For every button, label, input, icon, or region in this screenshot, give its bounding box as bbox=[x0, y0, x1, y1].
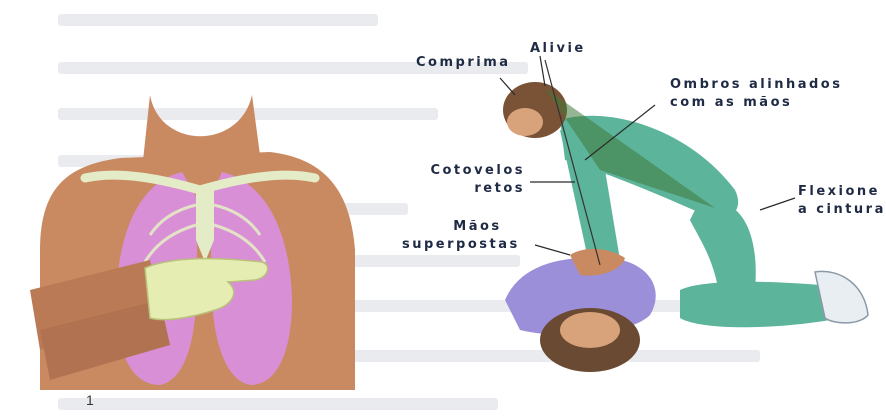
label-cotovelos-line1: Cotovelos bbox=[425, 162, 525, 179]
figure-number: 1 bbox=[86, 392, 94, 408]
label-maos-line1: Mãos bbox=[420, 218, 535, 235]
patient-face bbox=[560, 312, 620, 348]
label-maos-line2: superpostas bbox=[402, 236, 520, 253]
torso-illustration bbox=[30, 95, 355, 390]
label-ombros-line1: Ombros alinhados bbox=[670, 76, 842, 93]
label-alivie: Alivie bbox=[530, 40, 586, 57]
label-flexione-line1: Flexione bbox=[798, 183, 880, 200]
neck-shape bbox=[142, 95, 262, 170]
label-cotovelos-line2: retos bbox=[425, 180, 525, 197]
rescuer-shin bbox=[680, 282, 830, 328]
label-comprima: Comprima bbox=[416, 54, 511, 71]
rescuer-face bbox=[507, 108, 543, 136]
label-flexione-line2: a cintura bbox=[798, 201, 886, 218]
label-ombros-line2: com as mãos bbox=[670, 94, 792, 111]
